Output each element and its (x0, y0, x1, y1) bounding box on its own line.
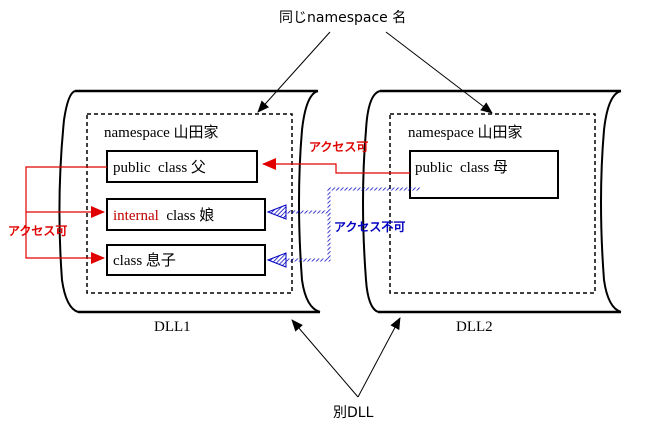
access-ok-external-label: アクセス可 (309, 140, 369, 154)
class-father-label: public class 父 (113, 156, 206, 177)
class-box-mother (409, 150, 559, 199)
class-son-keyword: class (113, 253, 143, 269)
denied-access-arrows (266, 187, 420, 268)
class-father-name: 父 (190, 160, 206, 176)
external-access-arrow (262, 158, 410, 174)
dll1-namespace-label: namespace 山田家 (104, 125, 219, 141)
arrow-separate-dll-to-dll2 (357, 317, 401, 398)
class-box-daughter (106, 198, 266, 231)
internal-access-arrows (25, 166, 107, 264)
class-son-name: 息子 (145, 253, 176, 269)
class-mother-label: public class 母 (415, 156, 508, 177)
class-daughter-modifier: internal (113, 208, 159, 224)
separate-dll-label: 別DLL (333, 405, 374, 421)
access-ok-internal-label: アクセス可 (8, 224, 68, 238)
arrow-same-namespace-to-dll2 (385, 31, 493, 114)
class-daughter-label: internal class 娘 (113, 204, 214, 225)
dll1-name: DLL1 (154, 319, 191, 335)
dll2-container (362, 89, 622, 314)
access-denied-label: アクセス不可 (334, 220, 406, 234)
same-namespace-label: 同じnamespace 名 (279, 10, 407, 26)
dll2-namespace-box (389, 113, 596, 294)
class-father-modifier: public (113, 160, 151, 176)
class-mother-keyword: class (460, 160, 490, 176)
class-mother-name: 母 (492, 160, 508, 176)
class-daughter-keyword: class (166, 208, 196, 224)
dll2-name: DLL2 (456, 319, 493, 335)
class-father-keyword: class (158, 160, 188, 176)
class-daughter-name: 娘 (199, 208, 215, 224)
arrow-separate-dll-to-dll1 (291, 319, 359, 398)
dll1-namespace-box (86, 113, 293, 294)
dll2-namespace-label: namespace 山田家 (408, 125, 523, 141)
class-box-son (106, 244, 266, 276)
class-son-label: class 息子 (113, 249, 176, 270)
class-mother-modifier: public (415, 160, 453, 176)
arrow-same-namespace-to-dll1 (257, 31, 331, 113)
